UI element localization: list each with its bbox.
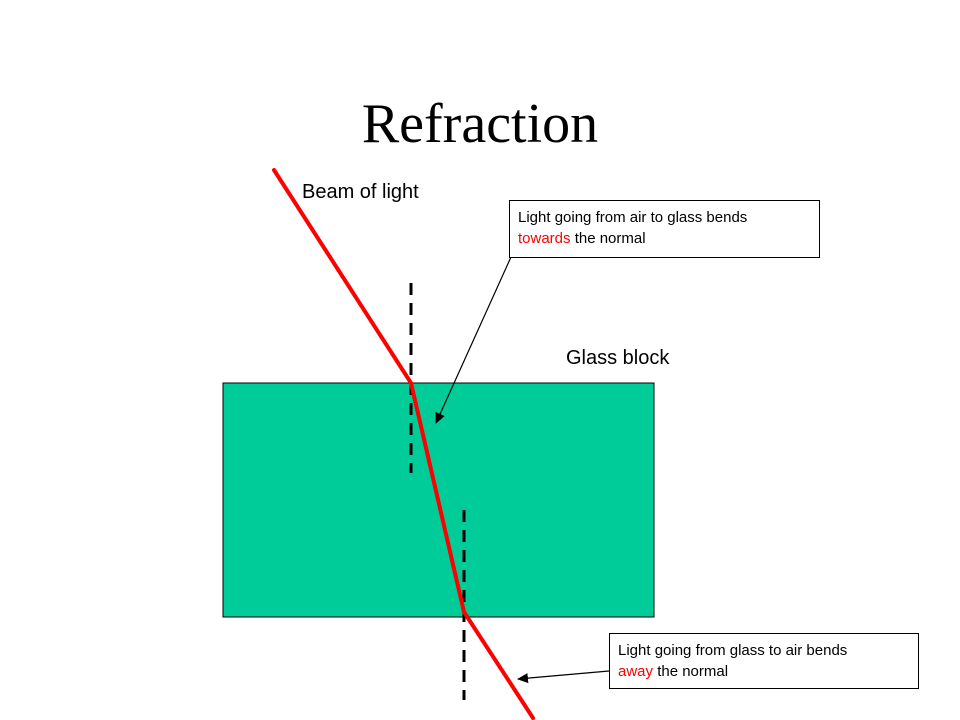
callout-air-to-glass-line2: towards the normal: [518, 228, 811, 249]
callout-glass-to-air-line2: away the normal: [618, 661, 910, 682]
callout-air-to-glass-rest: the normal: [570, 230, 646, 247]
callout-glass-to-air-rest: the normal: [653, 663, 729, 680]
glass-block-label: Glass block: [566, 347, 670, 369]
arrow-air-to-glass: [435, 256, 512, 424]
beam-label: Beam of light: [302, 181, 419, 203]
callout-glass-to-air: Light going from glass to air bends away…: [609, 633, 919, 689]
arrow-glass-to-air: [517, 670, 610, 684]
callout-glass-to-air-line1: Light going from glass to air bends: [618, 642, 848, 659]
light-beam: [272, 168, 535, 720]
page-title: Refraction: [361, 93, 599, 155]
callout-air-to-glass-line1: Light going from air to glass bends: [518, 209, 748, 226]
callout-glass-to-air-highlight: away: [618, 663, 654, 680]
callout-air-to-glass-highlight: towards: [518, 230, 571, 247]
callout-air-to-glass: Light going from air to glass bends towa…: [509, 200, 820, 258]
